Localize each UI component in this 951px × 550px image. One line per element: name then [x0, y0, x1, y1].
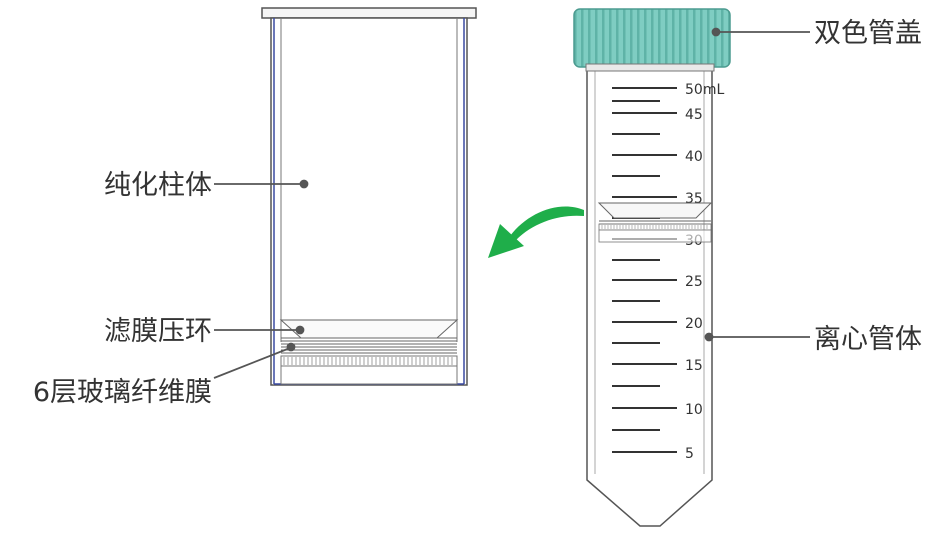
green-arrow-icon [488, 206, 584, 258]
two-color-cap [573, 8, 731, 68]
label-cap: 双色管盖 [814, 18, 922, 49]
scale-50ml: 50mL [685, 82, 724, 98]
purification-column [261, 7, 477, 386]
scale-40: 40 [685, 149, 703, 165]
scale-25: 25 [685, 274, 703, 290]
scale-10: 10 [685, 402, 703, 418]
inserted-column-mini [597, 202, 713, 243]
scale-15: 15 [685, 358, 703, 374]
filter-press-ring [279, 319, 459, 339]
label-glass-fiber: 6层玻璃纤维膜 [33, 377, 212, 408]
leader-lines [213, 27, 810, 379]
label-filter-ring: 滤膜压环 [104, 316, 212, 347]
label-tube-body: 离心管体 [814, 324, 922, 355]
label-column-body: 纯化柱体 [104, 170, 212, 201]
column-rim [261, 7, 477, 19]
scale-45: 45 [685, 107, 703, 123]
scale-5: 5 [685, 446, 694, 462]
scale-20: 20 [685, 316, 703, 332]
centrifuge-tube: 50mL 45 40 35 30 25 20 15 10 5 [573, 8, 731, 527]
